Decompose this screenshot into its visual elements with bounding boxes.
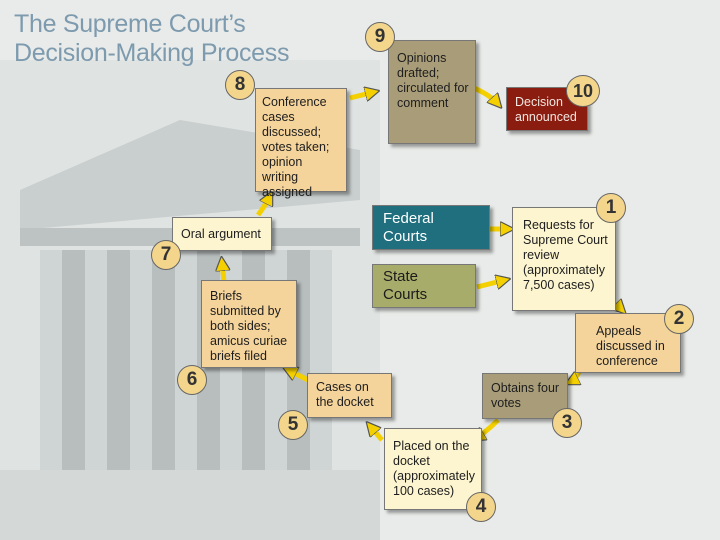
step-box-1: Requests for Supreme Court review (appro… bbox=[512, 207, 616, 311]
step-number-1: 1 bbox=[596, 193, 626, 223]
step-box-9: Opinions drafted; circulated for comment bbox=[388, 40, 476, 144]
step-text-1: Requests for Supreme Court review (appro… bbox=[523, 218, 608, 292]
step-text-8: Conference cases discussed; votes taken;… bbox=[262, 95, 330, 199]
step-text-3: Obtains four votes bbox=[491, 381, 560, 410]
step-text-2: Appeals discussed in conference bbox=[596, 324, 665, 368]
federal-courts-box: Federal Courts bbox=[372, 205, 490, 250]
step-number-10: 10 bbox=[566, 75, 600, 107]
step-box-5: Cases on the docket bbox=[307, 373, 392, 418]
step-box-2: Appeals discussed in conference bbox=[575, 313, 681, 373]
step-box-6: Briefs submitted by both sides; amicus c… bbox=[201, 280, 297, 368]
state-courts-label: State Courts bbox=[383, 268, 428, 303]
title-line-1: The Supreme Court’s bbox=[14, 10, 246, 38]
federal-courts-label: Federal Courts bbox=[383, 209, 434, 245]
diagram-title: The Supreme Court’s Decision-Making Proc… bbox=[14, 10, 289, 68]
step-number-3: 3 bbox=[552, 408, 582, 438]
step-box-8: Conference cases discussed; votes taken;… bbox=[255, 88, 347, 199]
step-text-6: Briefs submitted by both sides; amicus c… bbox=[210, 289, 288, 363]
step-number-7: 7 bbox=[151, 240, 181, 270]
step-text-7: Oral argument bbox=[181, 227, 261, 241]
title-line-2: Decision-Making Process bbox=[14, 39, 290, 67]
step-box-3: Obtains four votes bbox=[482, 373, 568, 419]
step-text-9: Opinions drafted; circulated for comment bbox=[397, 51, 469, 110]
step-number-4: 4 bbox=[466, 492, 496, 522]
step-number-2: 2 bbox=[664, 304, 694, 334]
step-box-7: Oral argument bbox=[172, 217, 272, 251]
step-number-6: 6 bbox=[177, 365, 207, 395]
step-number-5: 5 bbox=[278, 410, 308, 440]
step-text-5: Cases on the docket bbox=[316, 380, 374, 409]
state-courts-box: State Courts bbox=[372, 264, 476, 308]
step-number-9: 9 bbox=[365, 22, 395, 52]
step-number-8: 8 bbox=[225, 70, 255, 100]
step-text-10: Decision announced bbox=[515, 95, 577, 124]
step-box-4: Placed on the docket (approximately 100 … bbox=[384, 428, 482, 510]
step-text-4: Placed on the docket (approximately 100 … bbox=[393, 439, 475, 498]
